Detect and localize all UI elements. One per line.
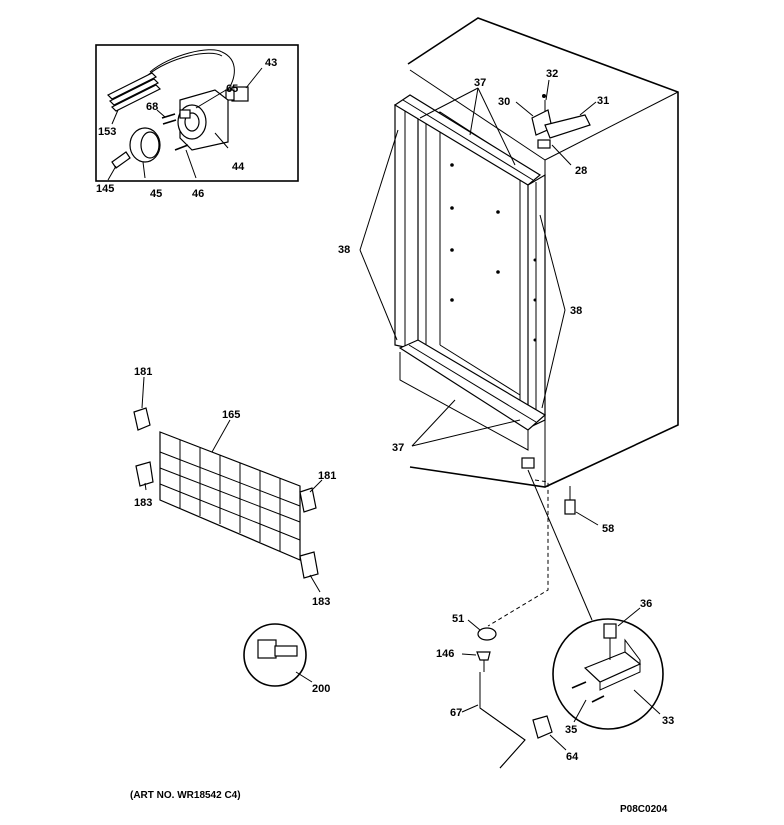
shelf-support [299,551,319,579]
strip-part [106,72,162,112]
label-28: 28 [575,165,587,177]
thermostat-part [257,639,277,659]
light-assembly-inset [95,44,299,182]
label-43: 43 [265,57,277,69]
diagram-code: P08C0204 [620,804,668,815]
shelf-bracket [133,407,151,431]
label-183-right: 183 [312,596,330,608]
label-38-left: 38 [338,244,350,256]
leader-lines [359,79,597,447]
leveling-leg [564,499,576,515]
hinge-inset [552,607,664,730]
label-67: 67 [450,707,462,719]
label-46: 46 [192,188,204,200]
label-165: 165 [222,409,240,421]
art-number: (ART NO. WR18542 C4) [130,790,241,801]
top-hinge [544,114,591,139]
label-146: 146 [436,648,454,660]
bottom-hinge-plate [583,651,642,683]
drain-plug [477,627,497,641]
hinge-pin [603,623,617,639]
label-65: 65 [226,83,238,95]
label-145: 145 [96,183,114,195]
left-gasket [394,104,419,351]
shelf-bracket [299,487,317,513]
label-31: 31 [597,95,609,107]
label-44: 44 [232,161,245,173]
detail-pointer [527,469,593,621]
wire-shelf [159,431,301,561]
label-153: 153 [98,126,116,138]
label-183-left: 183 [134,497,152,509]
label-33: 33 [662,715,674,727]
label-37-bottom: 37 [392,442,404,454]
label-58: 58 [602,523,614,535]
drain-fitting [476,651,491,661]
shelf-support [135,461,154,487]
label-51: 51 [452,613,464,625]
inset-frame [95,44,299,182]
label-30: 30 [498,96,510,108]
label-38-right: 38 [570,305,582,317]
label-32: 32 [546,68,558,80]
label-181-right: 181 [318,470,336,482]
label-45: 45 [150,188,162,200]
label-200: 200 [312,683,330,695]
label-181-left: 181 [134,366,152,378]
bottom-gasket [398,339,547,431]
label-68: 68 [146,101,158,113]
drain-clip [532,715,553,739]
drain-path [487,479,549,627]
shelf-assembly [133,376,323,593]
label-35: 35 [565,724,577,736]
inset-200 [243,623,313,687]
label-36: 36 [640,598,652,610]
cabinet-assembly [393,17,679,526]
cabinet-outline [407,17,679,488]
label-37-top: 37 [474,77,486,89]
drain-assembly [461,469,593,769]
part-labels: 43 65 68 153 44 145 45 46 37 32 30 31 28… [96,57,674,763]
label-64: 64 [566,751,579,763]
drain-tube [479,672,526,769]
